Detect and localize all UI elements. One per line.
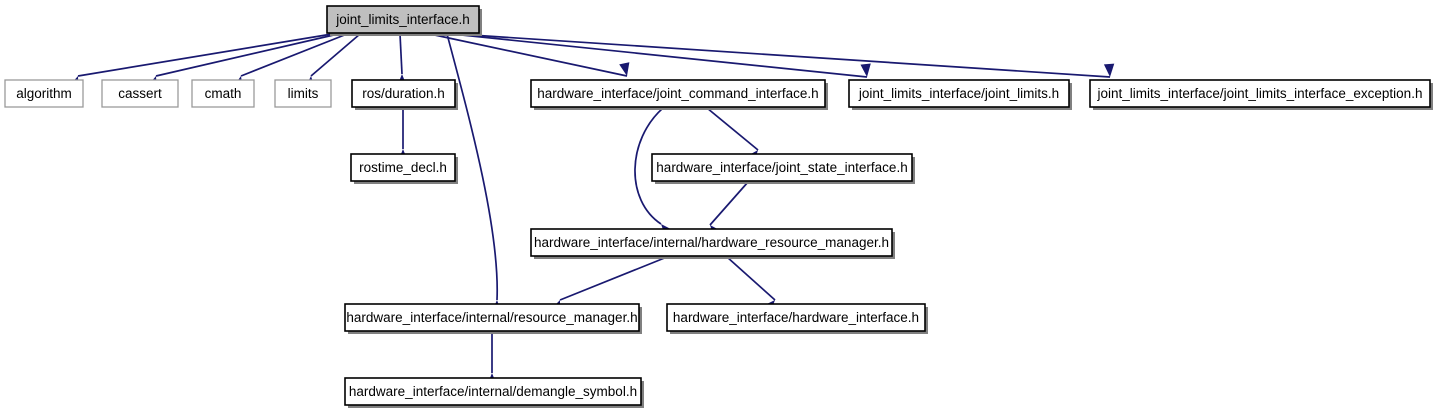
node-hardware-interface-internal-hardware-resource-manager-h[interactable]: hardware_interface/internal/hardware_res… [530,228,895,259]
node-label: joint_limits_interface/joint_limits_inte… [1097,86,1423,101]
arrowhead-icon [860,63,871,77]
node-algorithm[interactable]: algorithm [4,79,84,108]
node-hardware-interface-internal-demangle-symbol-h[interactable]: hardware_interface/internal/demangle_sym… [344,377,644,408]
node-box[interactable] [848,79,1070,108]
edge-line [706,107,759,151]
edge-line [446,33,499,301]
node-label: hardware_interface/joint_command_interfa… [537,86,818,101]
node-box[interactable] [530,228,893,257]
edge-line [310,33,361,77]
arrowhead-icon [1103,63,1115,77]
node-box[interactable] [4,79,84,108]
node-hardware-interface-internal-resource-manager-h[interactable]: hardware_interface/internal/resource_man… [344,303,642,334]
node-label: ros/duration.h [362,86,445,101]
edge-n0-to-n5 [396,33,408,87]
node-hardware-interface-joint-command-interface-h[interactable]: hardware_interface/joint_command_interfa… [530,79,828,110]
edge-n0-to-n8 [455,33,1115,78]
edge-line [455,33,1111,78]
node-box[interactable] [651,153,913,182]
edge-line [559,256,668,301]
node-hardware-interface-joint-state-interface-h[interactable]: hardware_interface/joint_state_interface… [651,153,915,184]
node-label: joint_limits_interface.h [335,12,470,27]
node-joint-limits-interface-h[interactable]: joint_limits_interface.h [326,5,482,36]
node-label: algorithm [16,86,72,101]
node-label: hardware_interface/hardware_interface.h [673,310,919,325]
node-joint-limits-interface-joint-limits-h[interactable]: joint_limits_interface/joint_limits.h [848,79,1072,110]
node-box[interactable] [344,303,640,332]
node-box[interactable] [344,377,642,406]
node-box[interactable] [274,79,332,108]
node-label: hardware_interface/internal/demangle_sym… [349,384,637,399]
edge-line [77,33,333,77]
edge-n0-to-n6 [429,33,630,77]
node-label: hardware_interface/internal/resource_man… [346,310,637,325]
node-box[interactable] [101,79,179,108]
nodes-layer: joint_limits_interface.h algorithm cassert… [4,5,1433,408]
edge-line [726,256,776,301]
edge-line [429,33,628,77]
edge-line [451,33,868,78]
node-box[interactable] [350,153,456,182]
edge-line [399,33,403,75]
node-box[interactable] [326,5,480,34]
edge-n0-to-n7 [451,33,871,78]
node-hardware-interface-hardware-interface-h[interactable]: hardware_interface/hardware_interface.h [666,303,928,334]
node-rostime-decl-h[interactable]: rostime_decl.h [350,153,458,184]
node-label: hardware_interface/joint_state_interface… [656,160,907,175]
node-limits[interactable]: limits [274,79,332,108]
node-cmath[interactable]: cmath [191,79,255,108]
edge-line [240,33,348,77]
node-box[interactable] [666,303,926,332]
node-label: cmath [205,86,242,101]
node-cassert[interactable]: cassert [101,79,179,108]
node-ros-duration-h[interactable]: ros/duration.h [351,79,458,110]
node-label: joint_limits_interface/joint_limits.h [858,86,1059,101]
node-label: limits [288,86,319,101]
node-box[interactable] [351,79,456,108]
edge-line [634,107,664,225]
arrowhead-icon [619,62,630,76]
edge-line [155,33,339,77]
node-label: hardware_interface/internal/hardware_res… [534,235,889,250]
edge-line [709,181,749,226]
node-joint-limits-interface-joint-limits-interface-exception-h[interactable]: joint_limits_interface/joint_limits_inte… [1089,79,1433,110]
node-label: rostime_decl.h [359,160,447,175]
node-box[interactable] [191,79,255,108]
node-box[interactable] [1089,79,1431,108]
node-label: cassert [118,86,162,101]
node-box[interactable] [530,79,826,108]
